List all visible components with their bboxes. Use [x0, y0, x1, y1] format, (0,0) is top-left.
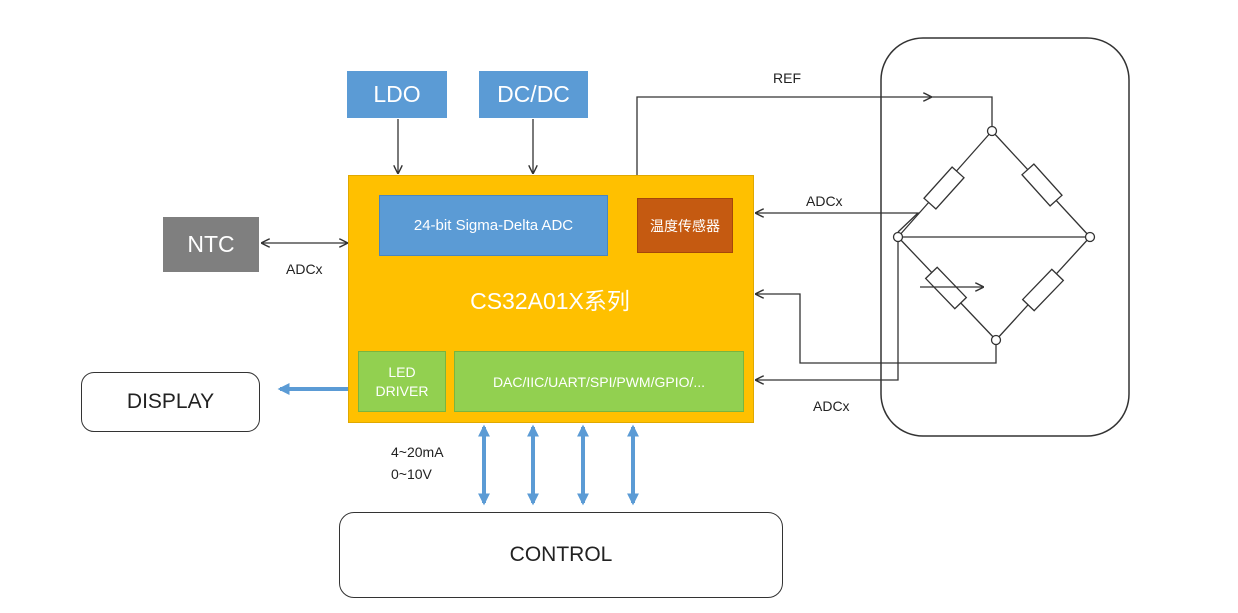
- dcdc-block: DC/DC: [479, 71, 588, 118]
- node-top-icon: [986, 125, 998, 137]
- mcu-label: CS32A01X系列: [470, 288, 630, 314]
- ref-to-node: [931, 96, 993, 126]
- control-label: CONTROL: [509, 543, 613, 566]
- ref-line: [636, 97, 931, 175]
- resistor-r2-icon: [1021, 163, 1063, 207]
- temp-sensor-block: 温度传感器: [637, 198, 733, 253]
- adcx-mid-line: [756, 294, 997, 364]
- adc-block: 24-bit Sigma-Delta ADC: [379, 195, 608, 256]
- display-block: DISPLAY: [81, 372, 260, 432]
- ntc-label: NTC: [187, 231, 235, 257]
- ref-label: REF: [773, 70, 801, 86]
- node-left-icon: [892, 231, 904, 243]
- control-block: CONTROL: [339, 512, 783, 598]
- display-label: DISPLAY: [126, 390, 215, 413]
- ntc-block: NTC: [163, 217, 259, 272]
- mcu-title: CS32A01X系列: [420, 282, 680, 316]
- led-driver-label-2: DRIVER: [375, 382, 429, 399]
- led-driver-block: LED DRIVER: [358, 351, 446, 412]
- interfaces-label: DAC/IIC/UART/SPI/PWM/GPIO/...: [492, 373, 706, 390]
- wheatstone-bridge: [892, 125, 1096, 346]
- resistor-r3-icon: [924, 266, 968, 310]
- node-right-icon: [1084, 231, 1096, 243]
- out-voltage-label: 0~10V: [391, 466, 432, 482]
- ldo-block: LDO: [347, 71, 447, 118]
- interfaces-block: DAC/IIC/UART/SPI/PWM/GPIO/...: [454, 351, 744, 412]
- node-bottom-icon: [990, 334, 1002, 346]
- adcx-top-label: ADCx: [806, 193, 843, 209]
- ldo-label: LDO: [373, 81, 421, 107]
- adc-label: 24-bit Sigma-Delta ADC: [413, 217, 574, 234]
- adcx-ntc-label: ADCx: [286, 261, 323, 277]
- sensor-enclosure: [880, 37, 1130, 437]
- resistor-r4-icon: [1021, 268, 1065, 312]
- adcx-bottom-line: [756, 242, 899, 380]
- out-current-label: 4~20mA: [391, 444, 444, 460]
- temp-sensor-label: 温度传感器: [650, 217, 720, 234]
- dcdc-label: DC/DC: [497, 81, 570, 107]
- adcx-top-line: [756, 213, 920, 233]
- led-driver-label-1: LED: [388, 363, 416, 380]
- resistor-r1-icon: [923, 166, 965, 210]
- adcx-bottom-label: ADCx: [813, 398, 850, 414]
